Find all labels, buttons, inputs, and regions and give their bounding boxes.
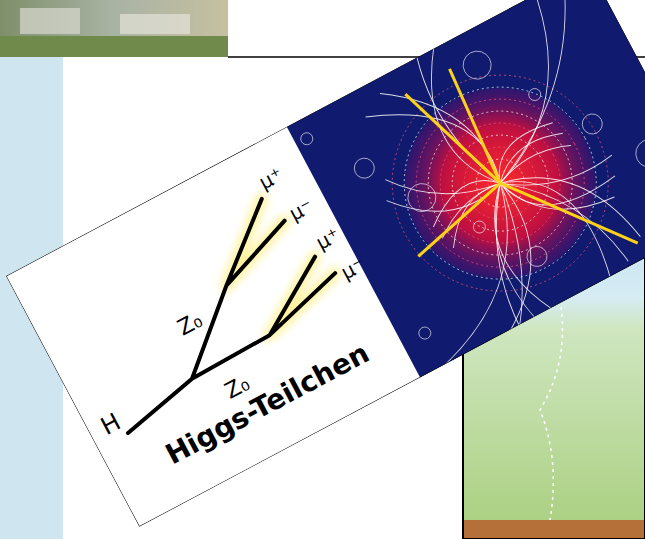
particle-track [377,181,583,377]
track-loop [523,243,550,270]
track-loop [527,86,543,102]
track-loop [299,131,315,147]
particle-track [500,137,640,283]
particle-track [427,0,637,183]
particle-track [436,182,517,248]
muon-track [405,74,500,202]
track-loop [351,155,378,182]
muon-track [500,139,637,287]
particle-track [407,183,591,377]
particle-track [366,74,504,224]
particle-track [352,183,567,377]
detector-ring [354,37,645,329]
particle-track [387,150,503,239]
muon-track [442,69,508,183]
particle-track [500,131,613,210]
track-loop [579,110,606,137]
particle-track [500,134,616,227]
track-loop [417,325,433,341]
particle-track [415,0,609,183]
particle-track [390,8,527,197]
particle-track [490,128,569,183]
particle-track [472,174,604,361]
particle-track [423,170,503,226]
particle-track [500,147,628,297]
particle-track [496,138,571,183]
particle-track [467,183,587,364]
muon-track [406,183,513,256]
track-loop [458,46,496,84]
particle-track [500,156,618,308]
track-loop [631,134,645,172]
track-loop [471,219,487,235]
track-loop [403,179,441,217]
